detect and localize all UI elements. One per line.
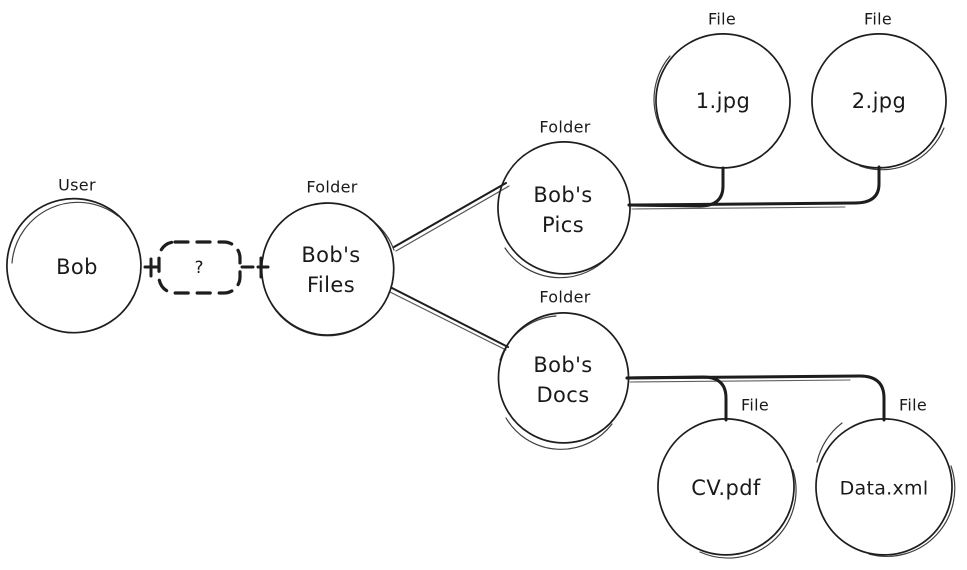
- edge-files-to-pics: [392, 181, 510, 252]
- node-cv-pdf[interactable]: File CV.pdf: [657, 396, 797, 559]
- node-bobs-pics-label-line2: Pics: [542, 213, 584, 237]
- edge-pics-to-files-bus: [627, 165, 881, 210]
- node-data-xml-caption: File: [899, 396, 927, 415]
- node-bobs-files-caption: Folder: [306, 178, 357, 197]
- node-data-xml-label: Data.xml: [840, 478, 929, 500]
- node-bobs-files[interactable]: Folder Bob's Files: [260, 178, 395, 337]
- node-2-jpg-caption: File: [864, 10, 892, 29]
- node-1-jpg-caption: File: [708, 10, 736, 29]
- node-bobs-pics-caption: Folder: [539, 118, 590, 137]
- edge-bob-to-unknown: [143, 257, 160, 278]
- node-bobs-files-label-line2: Files: [307, 273, 355, 297]
- edge-docs-to-files-bus: [625, 374, 886, 422]
- node-bobs-pics-label-line1: Bob's: [533, 183, 592, 207]
- node-1-jpg-label: 1.jpg: [696, 89, 751, 113]
- node-cv-pdf-caption: File: [741, 396, 769, 415]
- node-bobs-pics[interactable]: Folder Bob's Pics: [497, 118, 631, 279]
- node-bobs-docs-label-line1: Bob's: [533, 353, 592, 377]
- node-bob-caption: User: [58, 176, 96, 195]
- node-2-jpg-label: 2.jpg: [852, 89, 907, 113]
- node-1-jpg[interactable]: File 1.jpg: [653, 10, 791, 169]
- edge-files-to-docs: [389, 286, 510, 351]
- node-bobs-docs-label-line2: Docs: [536, 383, 589, 407]
- node-bobs-docs[interactable]: Folder Bob's Docs: [497, 288, 630, 450]
- node-bobs-docs-caption: Folder: [539, 288, 590, 307]
- node-bob[interactable]: User Bob: [6, 176, 142, 334]
- node-2-jpg[interactable]: File 2.jpg: [811, 10, 947, 171]
- edge-unknown-to-files: [240, 256, 270, 279]
- node-data-xml[interactable]: File Data.xml: [815, 396, 956, 557]
- node-unknown[interactable]: ?: [157, 240, 242, 295]
- node-unknown-label: ?: [194, 258, 203, 278]
- node-bobs-files-label-line1: Bob's: [301, 243, 360, 267]
- node-bob-label: Bob: [56, 255, 98, 279]
- node-cv-pdf-label: CV.pdf: [691, 476, 761, 500]
- unknown-dashed-box: [157, 240, 242, 295]
